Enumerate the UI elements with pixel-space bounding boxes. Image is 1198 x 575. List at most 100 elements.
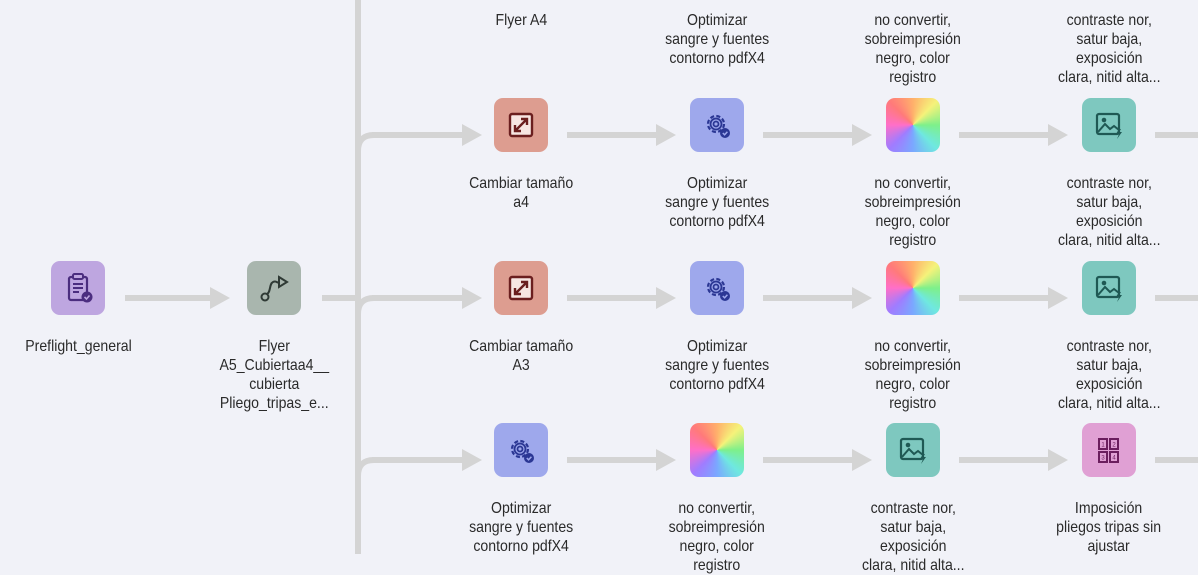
image-enhance-icon	[1082, 261, 1136, 315]
node-row1-step3[interactable]: no convertir, sobreimpresión negro, color r…	[823, 98, 1003, 250]
edge-branch-row1-head	[462, 124, 482, 146]
edge-preflight-to-flyer-head	[210, 287, 230, 309]
node-label-line: satur baja,	[1076, 194, 1142, 211]
gear-check-icon	[690, 98, 744, 152]
color-wheel-icon	[690, 423, 744, 477]
node-label-line: satur baja,	[1076, 357, 1142, 374]
node-label-line: pliegos tripas sin	[1056, 519, 1162, 536]
node-label-line: registro	[889, 232, 937, 249]
node-label-line: sangre y fuentes	[664, 357, 770, 374]
branch-curve	[355, 457, 375, 477]
edge-row3-2-head	[1048, 449, 1068, 471]
node-row2-step4[interactable]: contraste nor, satur baja, exposición clara…	[1019, 261, 1198, 413]
node-label-line: sangre y fuentes	[468, 519, 574, 536]
svg-text:2: 2	[1112, 443, 1116, 449]
node-label-line: clara, nitid alta...	[1057, 395, 1161, 412]
edge-branch-row3-head	[462, 449, 482, 471]
node-label-line: Preflight_general	[24, 338, 132, 355]
node-row3-step2[interactable]: no convertir, sobreimpresión negro, color r…	[627, 423, 807, 575]
edge-branch-row2-head	[462, 287, 482, 309]
node-row0-step1[interactable]: Flyer A4	[431, 0, 611, 30]
node-label: Optimizar sangre y fuentes contorno pdfX4	[469, 499, 573, 556]
node-label-line: contraste nor,	[870, 500, 956, 517]
node-label-line: sobreimpresión	[668, 519, 766, 536]
node-label-line: Optimizar	[686, 175, 748, 192]
node-label: no convertir, sobreimpresión negro, color r…	[865, 174, 961, 250]
edge-row3-0-head	[656, 449, 676, 471]
node-label-line: contraste nor,	[1066, 12, 1152, 29]
node-label-line: exposición	[1075, 376, 1143, 393]
node-label-line: exposición	[1075, 50, 1143, 67]
node-label-line: no convertir,	[874, 175, 952, 192]
edge-row3-1-head	[852, 449, 872, 471]
node-label-line: clara, nitid alta...	[861, 557, 965, 574]
node-label-line: Cambiar tamaño	[468, 175, 574, 192]
node-label-line: no convertir,	[874, 12, 952, 29]
workflow-icon	[247, 261, 301, 315]
color-wheel-icon	[886, 261, 940, 315]
node-label-line: exposición	[1075, 213, 1143, 230]
node-row2-step2[interactable]: Optimizar sangre y fuentes contorno pdfX4	[627, 261, 807, 394]
node-label-line: contorno pdfX4	[473, 538, 569, 555]
node-label-line: contorno pdfX4	[669, 50, 765, 67]
node-label-line: sobreimpresión	[864, 31, 962, 48]
node-label-line: A5_Cubiertaa4__	[219, 357, 329, 374]
node-label-line: A3	[512, 357, 530, 374]
edge-row1-0-head	[656, 124, 676, 146]
node-label: Optimizar sangre y fuentes contorno pdfX4	[665, 337, 769, 394]
node-label-line: contraste nor,	[1066, 338, 1152, 355]
imposition-icon: 1 2 3 4	[1082, 423, 1136, 477]
node-preflight-general[interactable]: Preflight_general	[0, 261, 168, 356]
edge-row1-1-head	[852, 124, 872, 146]
node-label: Preflight_general	[25, 337, 131, 356]
svg-text:1: 1	[1101, 443, 1105, 449]
node-label-line: Optimizar	[490, 500, 552, 517]
node-label-line: sobreimpresión	[864, 194, 962, 211]
node-label-line: no convertir,	[678, 500, 756, 517]
node-label-line: negro, color	[875, 50, 951, 67]
node-label-line: Imposición	[1075, 500, 1143, 517]
node-label-line: contorno pdfX4	[669, 213, 765, 230]
node-label: Flyer A4	[495, 11, 547, 30]
node-label: Imposición pliegos tripas sin ajustar	[1057, 499, 1162, 556]
node-label-line: cubierta	[248, 376, 300, 393]
node-label-line: registro	[693, 557, 741, 574]
edge-row2-0-head	[656, 287, 676, 309]
node-label-line: Pliego_tripas_e...	[219, 395, 329, 412]
node-label-line: negro, color	[875, 376, 951, 393]
resize-icon	[494, 98, 548, 152]
node-label-line: Optimizar	[686, 338, 748, 355]
node-label-line: negro, color	[679, 538, 755, 555]
node-label-line: satur baja,	[880, 519, 946, 536]
node-row3-step1[interactable]: Optimizar sangre y fuentes contorno pdfX4	[431, 423, 611, 556]
node-label-line: satur baja,	[1076, 31, 1142, 48]
node-label: no convertir, sobreimpresión negro, color r…	[669, 499, 765, 575]
branch-curve	[355, 295, 375, 315]
svg-text:4: 4	[1112, 456, 1116, 462]
node-label-line: negro, color	[875, 213, 951, 230]
node-label-line: ajustar	[1087, 538, 1131, 555]
clipboard-check-icon	[51, 261, 105, 315]
edge-row2-1-head	[852, 287, 872, 309]
svg-text:3: 3	[1101, 456, 1105, 462]
edge-row2-2-head	[1048, 287, 1068, 309]
node-label-line: contorno pdfX4	[669, 376, 765, 393]
